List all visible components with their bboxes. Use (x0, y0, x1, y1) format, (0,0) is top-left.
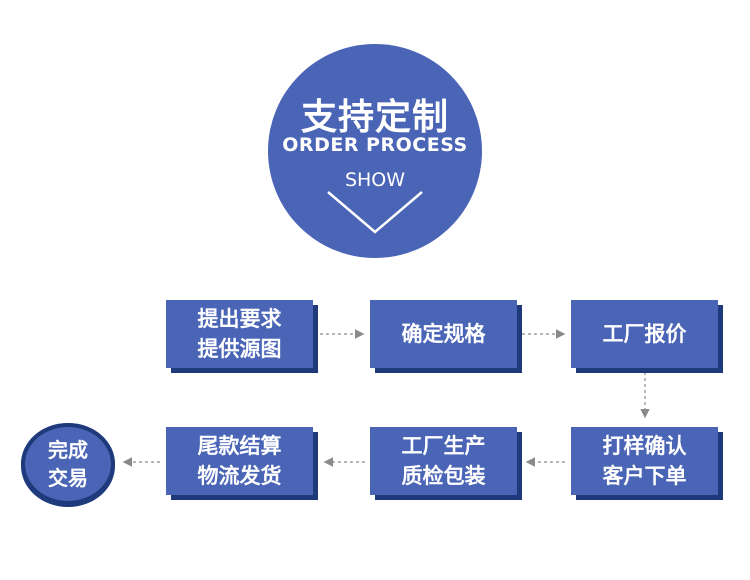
step-line: 工厂生产 (401, 434, 486, 458)
step-line: 提出要求 (197, 307, 282, 331)
step-line: 物流发货 (197, 464, 282, 488)
step-final-payment: 尾款结算 物流发货 (166, 427, 313, 495)
step-factory-quote: 工厂报价 (571, 300, 718, 368)
step-complete-transaction: 完成 交易 (21, 423, 115, 505)
step-submit-request: 提出要求 提供源图 (166, 300, 313, 368)
step-factory-production: 工厂生产 质检包装 (370, 427, 517, 495)
step-line: 打样确认 (602, 434, 687, 458)
chevron-down-icon (327, 191, 423, 234)
step-line: 提供源图 (197, 337, 282, 361)
step-line: 确定规格 (401, 322, 486, 346)
order-process-subtitle: ORDER PROCESS (282, 134, 468, 156)
show-label: SHOW (344, 169, 406, 191)
step-confirm-spec: 确定规格 (370, 300, 517, 368)
step-line: 尾款结算 (197, 434, 282, 458)
step-sample-confirm: 打样确认 客户下单 (571, 427, 718, 495)
step-line: 完成 (48, 438, 88, 462)
step-line: 交易 (48, 466, 88, 490)
page-title: 支持定制 (300, 97, 449, 138)
step-line: 工厂报价 (602, 322, 687, 346)
order-process-circle: 支持定制 ORDER PROCESS SHOW (268, 44, 482, 258)
step-line: 客户下单 (602, 464, 687, 488)
step-line: 质检包装 (401, 464, 486, 488)
